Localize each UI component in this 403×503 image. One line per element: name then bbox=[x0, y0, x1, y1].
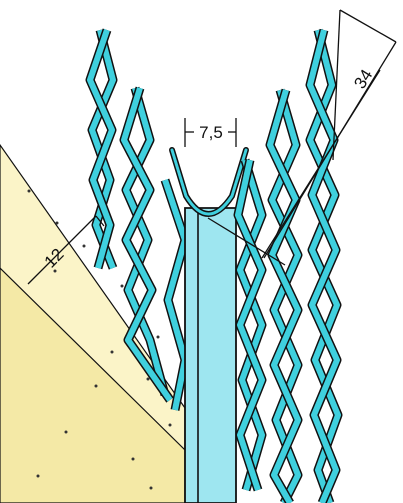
plaster-speckles bbox=[27, 189, 172, 490]
bead-channel bbox=[184, 207, 237, 503]
right-mesh-wing bbox=[233, 28, 343, 503]
left-mesh-wing bbox=[85, 28, 190, 411]
dimension-bead-width bbox=[184, 118, 237, 147]
dimension-plaster-depth bbox=[27, 215, 286, 285]
dimension-label-wing-width: 34 bbox=[350, 66, 376, 92]
plaster-inner-layer bbox=[0, 267, 186, 503]
dimension-label-bead-width: 7,5 bbox=[199, 123, 223, 142]
dimension-wing-width bbox=[261, 9, 397, 259]
